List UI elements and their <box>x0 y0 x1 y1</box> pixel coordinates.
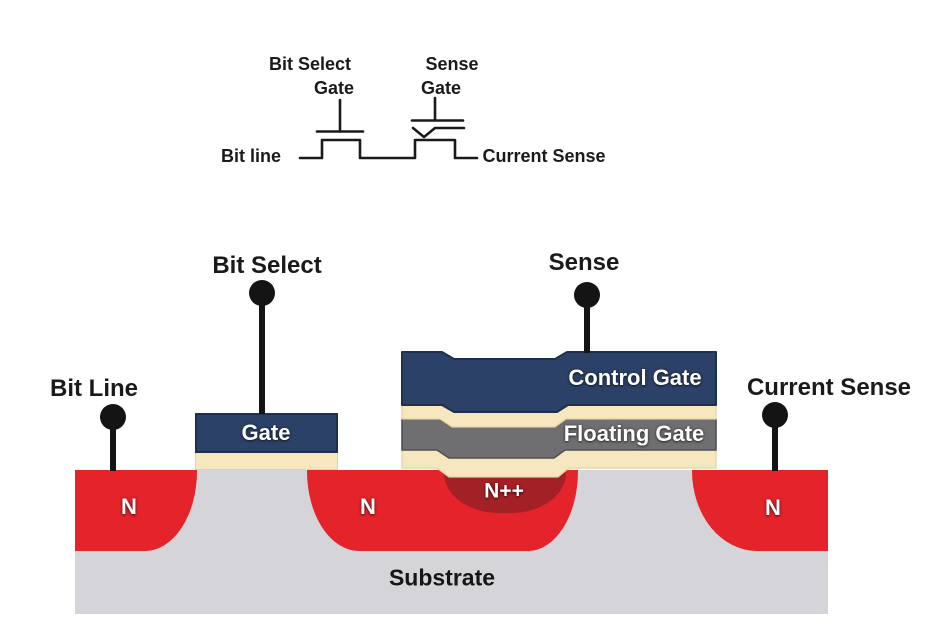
bit-select-label: Bit Select <box>212 252 322 279</box>
schematic-sense-label: Sense <box>425 54 479 74</box>
n-right-label: N <box>765 495 781 520</box>
floating-gate-stack <box>401 351 717 478</box>
schematic-sense-gate-label: Gate <box>420 78 462 98</box>
control-gate-layer <box>401 351 717 413</box>
bit-line-wire <box>110 417 116 471</box>
schematic-bit-select-label: Bit Select <box>268 54 352 74</box>
schematic-current-sense-label: Current Sense <box>482 146 606 166</box>
n-left-label: N <box>121 494 137 519</box>
sense-floating-gate-bar <box>411 126 466 139</box>
current-sense-wire <box>772 415 778 471</box>
gate-label: Gate <box>241 420 291 445</box>
sense-terminal-dot <box>574 282 600 308</box>
current-sense-terminal-dot <box>762 402 788 428</box>
channel-wire <box>298 138 479 160</box>
control-gate-label: Control Gate <box>568 365 702 390</box>
bit-select-wire <box>259 293 265 414</box>
sense-label: Sense <box>548 249 620 276</box>
bit-select-terminal-dot <box>249 280 275 306</box>
n-middle-label: N <box>360 494 376 519</box>
current-sense-label: Current Sense <box>746 374 912 401</box>
select-gate-box <box>195 413 338 453</box>
schematic-bit-select-gate-label: Gate <box>313 78 355 98</box>
schematic-circuit <box>298 96 479 160</box>
gate-oxide-layer <box>195 453 338 470</box>
n-plus-plus-label: N++ <box>484 479 524 503</box>
schematic-bit-line-label: Bit line <box>220 146 282 166</box>
bit-line-label: Bit Line <box>50 375 138 402</box>
substrate-label: Substrate <box>388 564 496 591</box>
sense-wire <box>584 295 590 353</box>
floating-gate-label: Floating Gate <box>563 421 705 446</box>
bit-line-terminal-dot <box>100 404 126 430</box>
